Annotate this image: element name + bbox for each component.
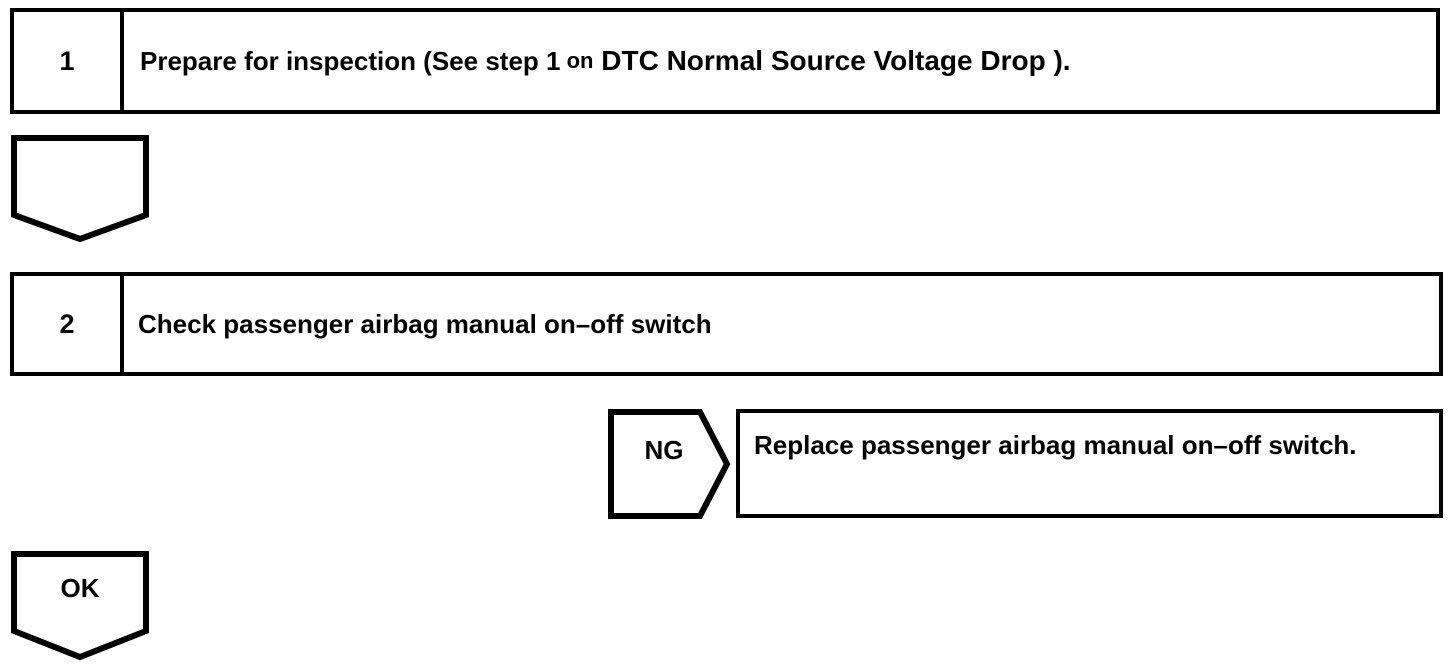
step-1-on-text: on [566,48,594,73]
step-1-tail-text: ). [1053,45,1071,76]
step-box-1: 1 Prepare for inspection (See step 1 on … [10,8,1440,114]
step-text-2: Check passenger airbag manual on–off swi… [138,308,712,339]
step-1-gap [593,45,601,77]
step-number-2: 2 [14,276,124,372]
flow-connector-right-ng: NG [608,409,731,519]
flow-connector-ng-label: NG [644,435,684,465]
result-box-ng-text: Replace passenger airbag manual on–off s… [754,430,1357,460]
result-box-ng: Replace passenger airbag manual on–off s… [736,409,1443,518]
flow-connector-down-ok: OK [11,551,149,663]
flow-connector-down-1 [11,135,149,245]
flow-connector-ok-label: OK [60,573,100,603]
step-box-2: 2 Check passenger airbag manual on–off s… [10,272,1443,376]
step-1-lead-text: Prepare for inspection (See step 1 [140,45,561,76]
step-1-gap2 [1046,45,1054,77]
step-number-1: 1 [14,12,124,110]
step-text-1: Prepare for inspection (See step 1 on DT… [124,12,1436,110]
step-1-reference-text: DTC Normal Source Voltage Drop [601,45,1046,76]
